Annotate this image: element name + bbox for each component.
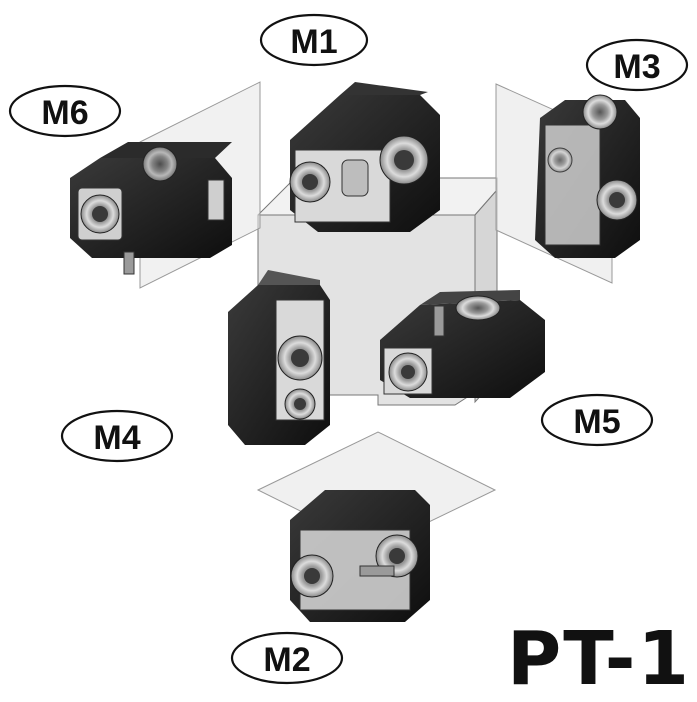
gearbox-m3 <box>535 94 640 258</box>
svg-text:M6: M6 <box>41 94 88 132</box>
model-title: PT-1 <box>506 616 691 702</box>
gearbox-m2 <box>290 490 430 622</box>
label-m2: M2 <box>230 631 344 685</box>
svg-text:M5: M5 <box>573 403 620 441</box>
label-m3: M3 <box>585 38 689 92</box>
svg-text:M1: M1 <box>290 23 337 61</box>
label-m6: M6 <box>8 84 122 138</box>
svg-text:M3: M3 <box>613 48 660 86</box>
label-m1: M1 <box>259 13 369 67</box>
gearbox-m1 <box>289 82 440 232</box>
label-m5: M5 <box>540 393 654 447</box>
svg-text:M4: M4 <box>93 419 140 457</box>
gearbox-m5 <box>380 290 545 398</box>
svg-text:M2: M2 <box>263 641 310 679</box>
label-m4: M4 <box>60 409 174 463</box>
gearbox-m4 <box>228 270 330 445</box>
gearbox-m6 <box>70 142 232 275</box>
